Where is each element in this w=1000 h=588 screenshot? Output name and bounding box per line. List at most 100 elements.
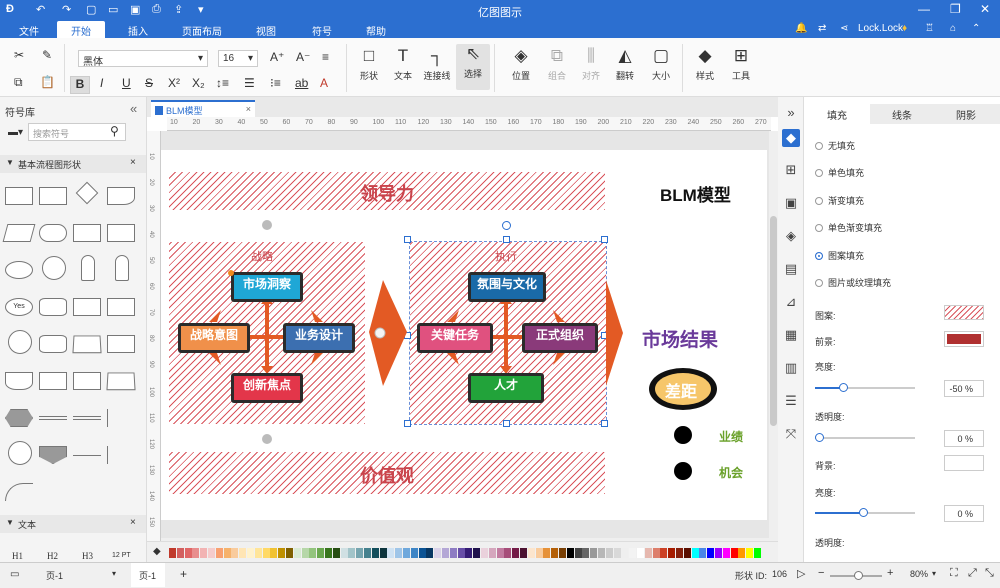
connection-point[interactable] <box>228 270 234 276</box>
box-strategic-intent[interactable]: 战略意图 <box>178 323 250 353</box>
color-swatch[interactable] <box>442 548 449 558</box>
color-swatch[interactable] <box>676 548 683 558</box>
library-shape[interactable] <box>72 335 102 354</box>
size-button[interactable]: ▢大小 <box>644 46 678 82</box>
color-swatch[interactable] <box>683 548 691 558</box>
bullet-list-icon[interactable]: ☰ <box>244 76 255 90</box>
library-shape[interactable] <box>81 255 95 281</box>
brightness2-slider[interactable] <box>815 508 915 517</box>
color-swatch[interactable] <box>231 548 239 558</box>
data-icon[interactable]: ▥ <box>784 360 798 375</box>
down-handle-icon[interactable] <box>262 434 272 444</box>
print-icon[interactable]: ⎙ <box>152 3 161 15</box>
fullscreen-icon[interactable]: ⤢ <box>968 567 977 579</box>
color-swatch[interactable] <box>317 548 325 558</box>
menu-home[interactable]: 开始 <box>57 21 105 38</box>
zoom-level[interactable]: 80% <box>910 569 929 579</box>
color-swatch[interactable] <box>169 548 176 558</box>
strikethrough-icon[interactable]: S <box>145 76 154 90</box>
library-shape[interactable] <box>107 298 135 316</box>
radio-gradient-fill[interactable]: 渐变填充 <box>815 194 864 207</box>
color-swatch[interactable] <box>527 548 535 558</box>
color-swatch[interactable] <box>371 548 379 558</box>
store-icon[interactable]: ⌂ <box>950 23 957 34</box>
font-color-icon[interactable]: A <box>320 76 329 90</box>
close-category-icon[interactable]: × <box>130 157 136 168</box>
color-swatch[interactable] <box>644 548 652 558</box>
color-swatch[interactable] <box>668 548 676 558</box>
select-button[interactable]: ⇖选择 <box>456 44 490 90</box>
library-shape[interactable] <box>73 372 101 390</box>
color-swatch[interactable] <box>426 548 434 558</box>
library-shape[interactable] <box>5 483 33 501</box>
pattern-select[interactable] <box>944 305 984 320</box>
color-swatch[interactable] <box>286 548 293 558</box>
library-shape[interactable] <box>73 416 101 420</box>
align-button[interactable]: ⫼对齐 <box>574 46 608 82</box>
library-shape[interactable] <box>107 335 135 353</box>
page-select[interactable]: 页-1 <box>46 571 64 581</box>
menu-help[interactable]: 帮助 <box>366 27 386 38</box>
share-icon[interactable]: ⋖ <box>840 23 849 34</box>
zoom-slider[interactable] <box>830 571 882 580</box>
color-swatch[interactable] <box>309 548 317 558</box>
color-swatch[interactable] <box>621 548 629 558</box>
superscript-icon[interactable]: X² <box>168 76 180 90</box>
library-shape[interactable] <box>39 187 67 205</box>
foreground-color-picker[interactable] <box>944 331 984 347</box>
leadership-band[interactable] <box>169 172 605 210</box>
line-spacing-icon[interactable]: ↕≡ <box>216 76 230 90</box>
menu-file[interactable]: 文件 <box>19 27 39 38</box>
color-swatch[interactable] <box>457 548 465 558</box>
color-swatch[interactable] <box>590 548 598 558</box>
color-swatch[interactable] <box>551 548 559 558</box>
library-shape[interactable] <box>39 298 67 316</box>
color-swatch[interactable] <box>488 548 496 558</box>
color-swatch[interactable] <box>465 548 473 558</box>
color-swatch[interactable] <box>418 548 426 558</box>
redo-icon[interactable]: ↷ <box>62 4 72 16</box>
library-shape[interactable] <box>5 409 33 427</box>
color-swatch[interactable] <box>754 548 761 558</box>
selection-handle[interactable] <box>404 236 411 243</box>
library-shape[interactable] <box>5 372 33 390</box>
color-swatch[interactable] <box>215 548 223 558</box>
fill-color-icon[interactable]: ◆ <box>153 546 161 557</box>
color-swatch[interactable] <box>746 548 754 558</box>
format-painter-icon[interactable]: ✎ <box>42 48 53 62</box>
color-swatch[interactable] <box>566 548 574 558</box>
color-swatch[interactable] <box>613 548 621 558</box>
color-swatch[interactable] <box>301 548 309 558</box>
color-swatch[interactable] <box>481 548 488 558</box>
fit-icon[interactable]: ⤧ <box>785 426 797 441</box>
color-swatch[interactable] <box>262 548 270 558</box>
text-sample-h3[interactable]: H3 <box>82 551 93 561</box>
library-shape[interactable] <box>5 187 33 205</box>
color-swatch[interactable] <box>699 548 707 558</box>
color-swatch[interactable] <box>559 548 566 558</box>
transparency-input[interactable]: 0 % <box>944 430 984 447</box>
selection-handle[interactable] <box>601 236 608 243</box>
color-swatch[interactable] <box>730 548 738 558</box>
italic-icon[interactable]: I <box>100 76 104 90</box>
notification-icon[interactable]: 🔔 <box>795 23 808 34</box>
color-swatch[interactable] <box>504 548 512 558</box>
collapse-right-icon[interactable]: » <box>787 105 795 120</box>
color-swatch[interactable] <box>520 548 527 558</box>
group-button[interactable]: ⧉组合 <box>540 46 574 82</box>
library-shape[interactable] <box>39 224 67 242</box>
color-swatch[interactable] <box>652 548 660 558</box>
cut-icon[interactable]: ✂ <box>14 48 25 62</box>
play-icon[interactable]: ▷ <box>797 568 806 580</box>
undo-icon[interactable]: ↶ <box>36 4 46 16</box>
chart-icon[interactable]: ⊿ <box>785 294 797 309</box>
library-shape[interactable] <box>39 335 67 353</box>
library-shape[interactable] <box>73 298 101 316</box>
selection-handle[interactable] <box>601 420 608 427</box>
color-swatch[interactable] <box>387 548 395 558</box>
library-shape[interactable] <box>107 409 135 427</box>
close-text-section-icon[interactable]: × <box>130 517 136 528</box>
table-icon[interactable]: ▦ <box>784 327 798 342</box>
tab-fill[interactable]: 填充 <box>804 104 870 124</box>
library-shape[interactable] <box>73 224 101 242</box>
